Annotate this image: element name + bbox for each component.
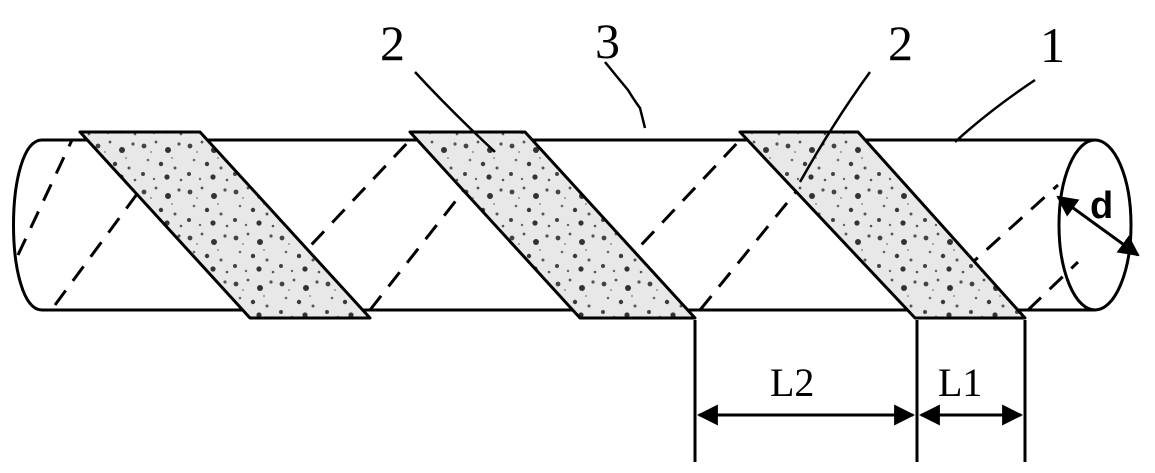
label-strip-right: 2	[888, 15, 913, 71]
leader-tube	[954, 78, 1036, 143]
leader-lines	[414, 61, 1036, 183]
label-diameter: d	[1090, 185, 1113, 227]
wrap-strip-2	[408, 130, 697, 320]
wrap-strip-3	[738, 130, 1027, 320]
leader-gap	[604, 61, 647, 129]
label-strip-left: 2	[380, 15, 405, 71]
label-l2: L2	[770, 360, 814, 405]
dimension-lines	[693, 195, 1140, 462]
label-tube: 1	[1040, 17, 1065, 73]
wrap-strip-1	[78, 130, 372, 320]
diameter-arrow	[1056, 195, 1140, 257]
leader-strip-left	[414, 71, 496, 153]
leader-strip-right	[798, 71, 872, 183]
label-gap: 3	[595, 13, 620, 69]
label-l1: L1	[938, 360, 982, 405]
